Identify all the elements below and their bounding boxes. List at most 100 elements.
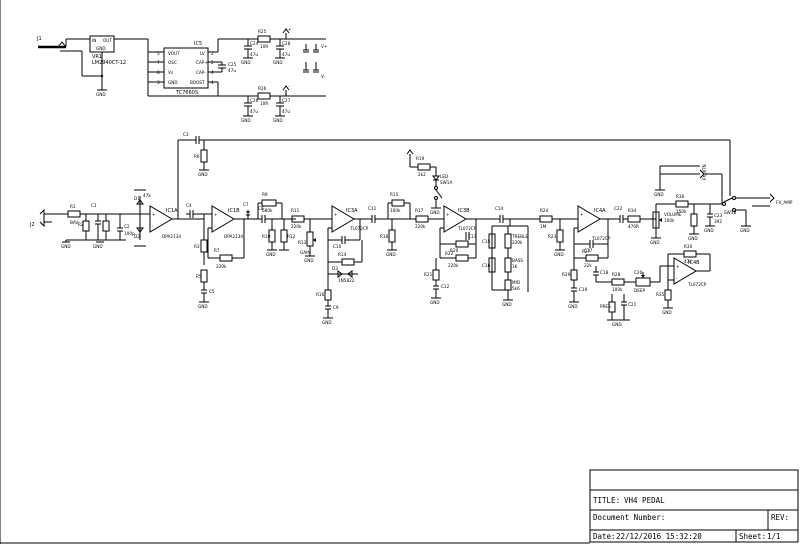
svg-text:GND: GND xyxy=(568,304,578,309)
svg-text:R34: R34 xyxy=(628,208,637,213)
title-label: TITLE: xyxy=(593,496,620,505)
regulator-vr1: IN OUT GND VR1 LM2940CT-12 GND xyxy=(81,35,148,97)
j1-label: J1 xyxy=(36,36,42,42)
svg-text:C1: C1 xyxy=(91,203,97,208)
svg-text:GND: GND xyxy=(704,228,714,233)
svg-text:SW1B: SW1B xyxy=(724,210,736,215)
svg-text:C17: C17 xyxy=(584,248,593,253)
svg-text:IC1B: IC1B xyxy=(228,208,240,214)
svg-text:TL072CP: TL072CP xyxy=(687,282,707,287)
svg-text:220k: 220k xyxy=(291,224,302,229)
svg-text:C10: C10 xyxy=(333,244,342,249)
svg-text:C25: C25 xyxy=(228,62,237,67)
svg-text:OPA2134: OPA2134 xyxy=(224,234,243,239)
svg-text:R2: R2 xyxy=(78,222,84,227)
svg-text:C12: C12 xyxy=(441,284,450,289)
svg-text:R21: R21 xyxy=(424,272,433,277)
svg-text:C20: C20 xyxy=(634,270,643,275)
svg-text:R35: R35 xyxy=(656,292,665,297)
svg-text:47u: 47u xyxy=(228,68,236,73)
svg-text:C8: C8 xyxy=(258,206,264,211)
svg-text:PRES: PRES xyxy=(600,304,611,309)
input-section: J2 R1 BAV R2 C1 C2 100p GND xyxy=(29,189,151,249)
svg-text:C5: C5 xyxy=(209,289,215,294)
svg-text:C23: C23 xyxy=(714,213,723,218)
svg-text:R16: R16 xyxy=(316,292,325,297)
svg-text:R6: R6 xyxy=(194,154,200,159)
svg-text:GND: GND xyxy=(93,244,103,249)
svg-text:R25: R25 xyxy=(258,29,267,34)
svg-text:GND: GND xyxy=(322,320,332,325)
svg-text:C24: C24 xyxy=(250,41,259,46)
svg-text:+: + xyxy=(446,212,450,217)
svg-text:220k: 220k xyxy=(448,263,459,268)
svg-text:CAP+: CAP+ xyxy=(196,60,208,65)
svg-text:5k6: 5k6 xyxy=(512,286,520,291)
svg-text:GND: GND xyxy=(650,240,660,245)
svg-text:47k: 47k xyxy=(684,259,692,264)
svg-text:D2: D2 xyxy=(134,234,140,239)
svg-text:CAP-: CAP- xyxy=(196,70,206,75)
svg-text:C7: C7 xyxy=(243,202,249,207)
stage-ic1a: + - IC1A OPA2134 C3 R6 GND xyxy=(128,132,216,239)
svg-text:R1: R1 xyxy=(70,204,76,209)
svg-text:R5: R5 xyxy=(196,274,202,279)
svg-text:22k: 22k xyxy=(584,263,592,268)
svg-text:C3: C3 xyxy=(183,132,189,137)
svg-text:BASS: BASS xyxy=(512,258,523,263)
svg-text:+: + xyxy=(288,27,292,32)
svg-text:TC7660S: TC7660S xyxy=(175,90,198,96)
svg-text:470R: 470R xyxy=(628,224,639,229)
svg-text:J2: J2 xyxy=(29,222,35,228)
svg-text:LV: LV xyxy=(200,51,205,56)
deep-presence: C18 R28 100k DEEP C20 PRES C21 GND xyxy=(593,265,674,327)
output-section: C22 R34 470R VOLUME 100k GND R36 150k GN… xyxy=(216,139,793,245)
svg-text:47u: 47u xyxy=(282,109,290,114)
date-value: 22/12/2016 15:32:20 xyxy=(616,532,702,541)
decoupling-caps: V+ V- xyxy=(300,38,328,97)
svg-text:TL072CP: TL072CP xyxy=(349,226,369,231)
svg-text:GND: GND xyxy=(168,80,178,85)
svg-text:OPA2134: OPA2134 xyxy=(162,234,181,239)
jack-j1: J1 xyxy=(36,36,82,52)
svg-text:C9: C9 xyxy=(333,305,339,310)
tone-stack: C14 C15 C16 TREBLE 220k BASS 1K MID 5k6 … xyxy=(482,206,540,307)
svg-text:GND: GND xyxy=(654,192,664,197)
led-indicator: R19 2k2 LED SW1A GND xyxy=(406,149,452,215)
svg-text:R11: R11 xyxy=(291,208,300,213)
svg-text:R28: R28 xyxy=(612,272,621,277)
svg-text:10R: 10R xyxy=(260,44,268,49)
positive-rail: R25 10R GND C24 47u GND C28 47u + xyxy=(217,27,300,65)
svg-text:+: + xyxy=(580,212,584,217)
svg-text:GND: GND xyxy=(304,258,314,263)
svg-text:C4: C4 xyxy=(186,203,192,208)
svg-text:GND: GND xyxy=(198,172,208,177)
svg-text:-: - xyxy=(214,224,216,229)
svg-text:47u: 47u xyxy=(282,52,290,57)
svg-text:C22: C22 xyxy=(614,206,623,211)
svg-text:+: + xyxy=(152,212,156,217)
svg-text:TREBLE: TREBLE xyxy=(511,234,528,239)
svg-text:R30: R30 xyxy=(684,244,693,249)
svg-text:R15: R15 xyxy=(390,192,399,197)
svg-text:TL072CP: TL072CP xyxy=(591,236,611,241)
jack-j2: J2 xyxy=(29,208,62,228)
svg-text:GND: GND xyxy=(554,252,564,257)
svg-text:DEEP: DEEP xyxy=(634,288,646,293)
svg-text:+: + xyxy=(334,212,338,217)
svg-text:47k: 47k xyxy=(143,193,151,198)
svg-text:GND: GND xyxy=(241,118,251,123)
date-label: Date: xyxy=(593,532,616,541)
svg-text:GND: GND xyxy=(273,60,283,65)
svg-text:C11: C11 xyxy=(368,206,377,211)
charge-pump-ic5: IC5 VOUT OSC Vs GND LV CAP+ CAP- BOOST T… xyxy=(147,39,240,97)
svg-text:V+: V+ xyxy=(321,44,328,49)
svg-text:R17: R17 xyxy=(415,208,424,213)
svg-text:FX_RTN: FX_RTN xyxy=(702,164,707,180)
svg-text:VOUT: VOUT xyxy=(168,51,180,56)
footswitch-sw1b: SW1B GND xyxy=(722,196,751,233)
svg-text:-: - xyxy=(676,276,678,281)
power-supply: J1 IN OUT GND VR1 LM2940CT-12 GND IC5 VO… xyxy=(36,27,328,123)
svg-text:GND: GND xyxy=(266,252,276,257)
svg-text:GND: GND xyxy=(386,252,396,257)
